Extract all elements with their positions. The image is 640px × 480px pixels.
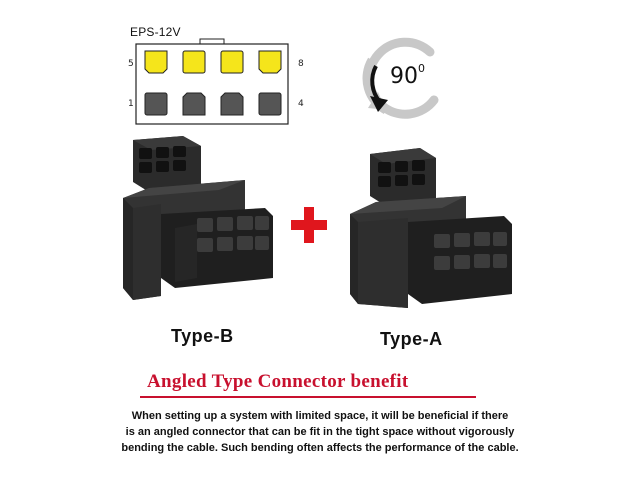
type-b-label: Type-B [171, 326, 234, 346]
rotate-arrow-icon [362, 37, 439, 119]
pin-6 [182, 50, 206, 74]
rotation-degrees: 900 [390, 62, 425, 89]
benefit-title: Angled Type Connector benefit [147, 371, 409, 392]
benefit-line-1: When setting up a system with limited sp… [131, 410, 509, 422]
pin-label-1: 1 [128, 99, 134, 109]
pin-5 [144, 50, 168, 74]
plus-icon [291, 207, 327, 243]
rotation-unit: 0 [418, 62, 425, 75]
rotation-value: 90 [390, 64, 418, 89]
benefit-line-3: bending the cable. Such bending often af… [121, 442, 519, 454]
type-a-label: Type-A [380, 329, 443, 349]
benefit-title-underline [140, 396, 476, 398]
connector-type-a-image [350, 148, 512, 308]
pinout-title: EPS-12V [130, 25, 181, 39]
pin-1 [144, 92, 168, 116]
pin-3 [220, 92, 244, 116]
pin-label-8: 8 [298, 59, 304, 69]
connector-type-b-image [123, 136, 273, 300]
pin-label-4: 4 [298, 99, 304, 109]
pinout-diagram [135, 38, 289, 125]
pin-7 [220, 50, 244, 74]
pin-8 [258, 50, 282, 74]
benefit-description: When setting up a system with limited sp… [60, 408, 580, 456]
pin-4 [258, 92, 282, 116]
pin-2 [182, 92, 206, 116]
benefit-line-2: is an angled connector that can be fit i… [125, 426, 515, 438]
pin-label-5: 5 [128, 59, 134, 69]
